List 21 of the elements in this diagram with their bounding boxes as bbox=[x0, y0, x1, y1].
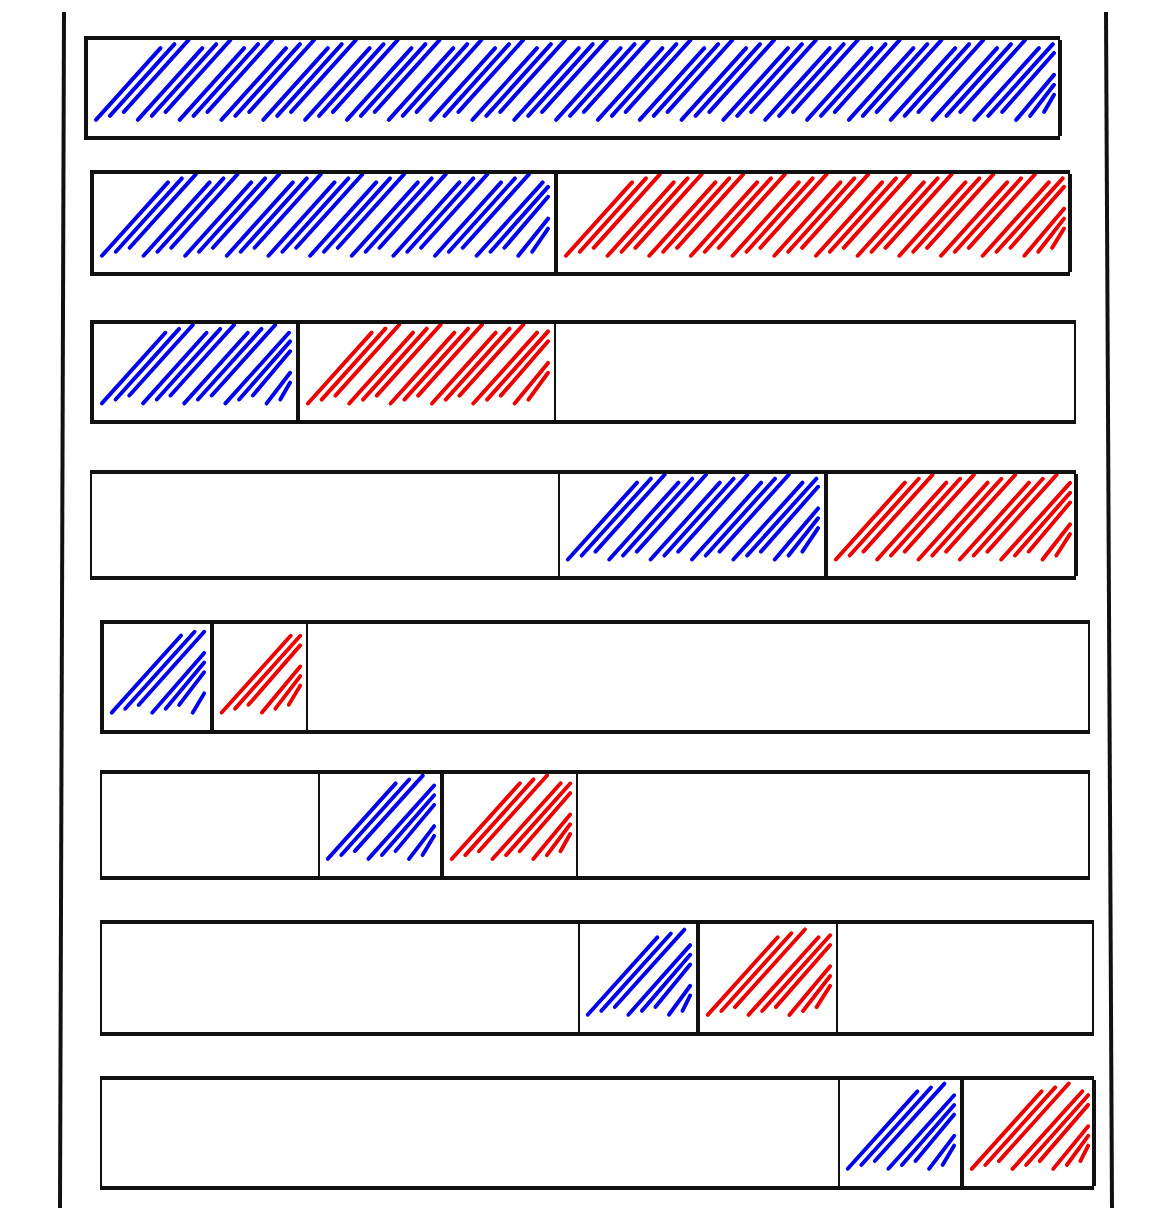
hatched-segment bbox=[298, 324, 556, 420]
bar-frame bbox=[100, 620, 1090, 734]
hatched-segment bbox=[578, 924, 698, 1032]
bar-frame bbox=[90, 470, 1076, 580]
bar-frame bbox=[90, 320, 1076, 424]
hatched-segment bbox=[826, 474, 1078, 576]
hatched-segment bbox=[442, 774, 578, 876]
hatched-segment bbox=[838, 1080, 962, 1186]
hatched-segment bbox=[698, 924, 838, 1032]
hatched-segment bbox=[556, 174, 1072, 272]
hatched-segment bbox=[102, 624, 212, 730]
hatched-segment bbox=[212, 624, 308, 730]
hatched-segment bbox=[92, 174, 556, 272]
hatched-segment bbox=[962, 1080, 1096, 1186]
hatched-segment bbox=[318, 774, 442, 876]
bar-frame bbox=[100, 1076, 1094, 1190]
hatched-segment bbox=[92, 324, 298, 420]
bar-frame bbox=[100, 770, 1090, 880]
bar-frame bbox=[90, 170, 1070, 276]
hatched-segment bbox=[558, 474, 826, 576]
bar-frame bbox=[100, 920, 1094, 1036]
